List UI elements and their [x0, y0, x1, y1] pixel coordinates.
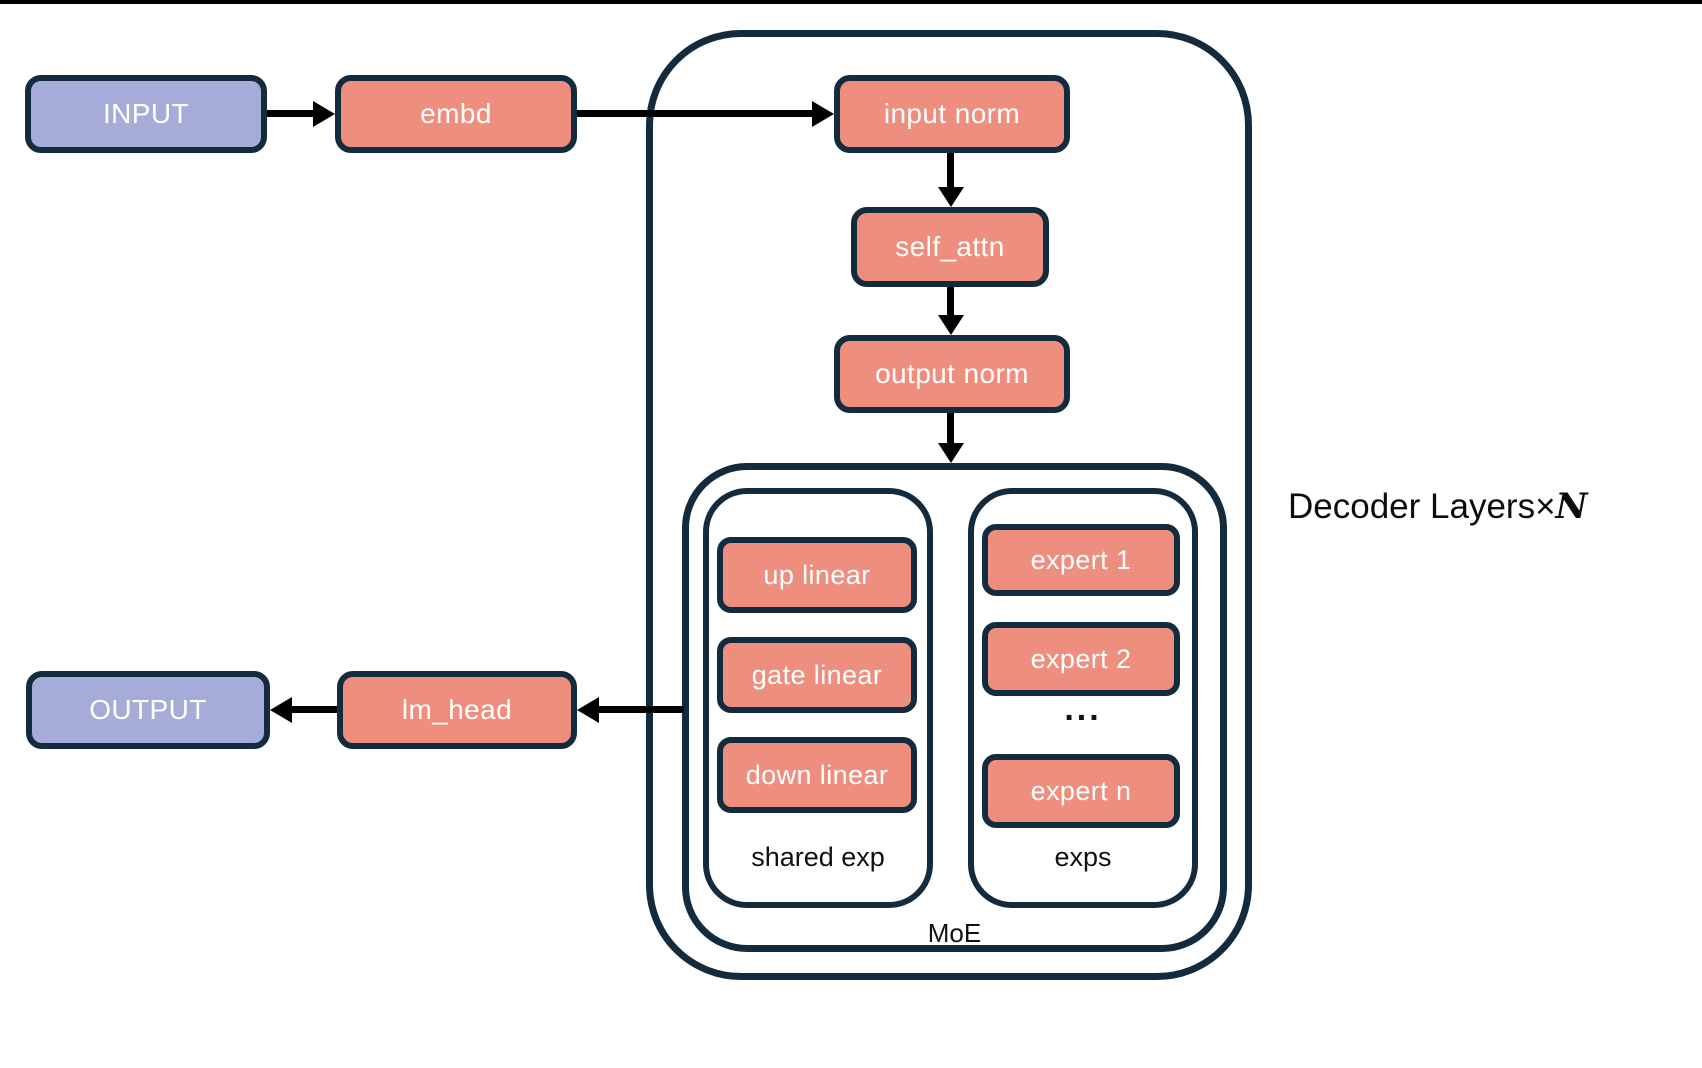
up-linear-node: up linear [717, 537, 917, 613]
arrow-line [577, 110, 814, 117]
arrow-line [597, 706, 684, 713]
gate-linear-node-label: gate linear [751, 659, 883, 690]
down-linear-node-label: down linear [745, 759, 889, 790]
decoder-layers-n-variable: N [1555, 486, 1588, 527]
decoder-layers-container [646, 30, 1252, 980]
arrow-line [267, 110, 315, 117]
input-norm-node-label: input norm [883, 98, 1021, 129]
arrow-line [947, 153, 954, 189]
input-norm-node: input norm [834, 75, 1070, 153]
arrowhead-down-icon [938, 443, 964, 463]
output-node: OUTPUT [26, 671, 270, 749]
moe-label: MoE [927, 918, 982, 948]
gate-linear-node: gate linear [717, 637, 917, 713]
arrowhead-right-icon [313, 101, 335, 127]
shared-expert-container [703, 488, 933, 908]
embd-node-label: embd [420, 98, 492, 129]
expert-2-node: expert 2 [982, 622, 1180, 696]
arrowhead-down-icon [938, 187, 964, 207]
lm-head-node: lm_head [337, 671, 577, 749]
shared-exp-label: shared exp [751, 842, 885, 872]
input-node-label: INPUT [103, 98, 189, 129]
up-linear-node-label: up linear [763, 559, 871, 590]
experts-ellipsis: ... [1064, 690, 1102, 728]
self-attn-node: self_attn [851, 207, 1049, 287]
experts-container [968, 488, 1198, 908]
arrowhead-left-icon [270, 697, 292, 723]
output-norm-node: output norm [834, 335, 1070, 413]
output-norm-node-label: output norm [875, 358, 1029, 389]
window-top-edge [0, 0, 1702, 4]
arrowhead-left-icon [577, 697, 599, 723]
arrow-line [947, 413, 954, 445]
expert-n-node-label: expert n [1030, 775, 1132, 806]
decoder-layers-label: Decoder Layers×N [1288, 486, 1588, 527]
arrowhead-down-icon [938, 315, 964, 335]
lm-head-node-label: lm_head [401, 694, 513, 725]
arrow-line [947, 287, 954, 317]
input-node: INPUT [25, 75, 267, 153]
decoder-layers-label-text: Decoder Layers× [1288, 487, 1556, 526]
embd-node: embd [335, 75, 577, 153]
expert-n-node: expert n [982, 754, 1180, 828]
self-attn-node-label: self_attn [895, 231, 1005, 262]
exps-label: exps [1054, 842, 1112, 872]
arrowhead-right-icon [812, 101, 834, 127]
arrow-line [290, 706, 337, 713]
expert-1-node: expert 1 [982, 524, 1180, 596]
expert-2-node-label: expert 2 [1030, 643, 1132, 674]
expert-1-node-label: expert 1 [1030, 544, 1132, 575]
down-linear-node: down linear [717, 737, 917, 813]
moe-container [682, 463, 1227, 952]
output-node-label: OUTPUT [89, 694, 207, 725]
